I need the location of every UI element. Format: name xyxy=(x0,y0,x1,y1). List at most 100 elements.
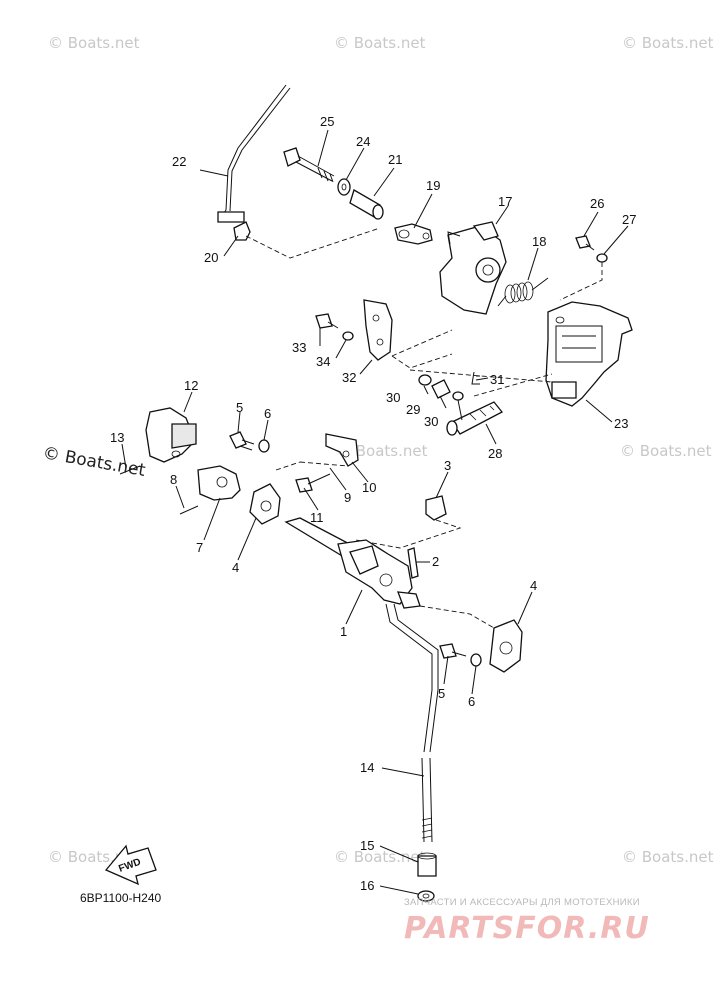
brand-name: PARTSFOR.RU xyxy=(404,911,650,946)
part-30-washer xyxy=(418,374,432,386)
part-12-arm xyxy=(145,407,197,463)
watermark-layer: © Boats.net © Boats.net © Boats.net © Bo… xyxy=(41,34,713,866)
watermark-text: © Boats.net xyxy=(620,442,712,460)
callout-10: 10 xyxy=(362,480,376,495)
part-23-bracket xyxy=(545,301,633,407)
callout-17: 17 xyxy=(498,194,512,209)
callout-5a: 5 xyxy=(236,400,243,415)
callout-29: 29 xyxy=(406,402,420,417)
watermark-text: © Boats.net xyxy=(622,34,714,52)
callout-30a: 30 xyxy=(386,390,400,405)
callout-14: 14 xyxy=(360,760,374,775)
callout-1: 1 xyxy=(340,624,347,639)
callout-30b: 30 xyxy=(424,414,438,429)
callout-6a: 6 xyxy=(264,406,271,421)
part-5-bolt-lower xyxy=(439,643,467,659)
leader-dashed xyxy=(355,519,462,549)
callout-21: 21 xyxy=(388,152,402,167)
callout-24: 24 xyxy=(356,134,370,149)
leader-dashed xyxy=(559,262,603,301)
callout-19: 19 xyxy=(426,178,440,193)
callout-3: 3 xyxy=(444,458,451,473)
part-32-plate xyxy=(363,299,393,361)
callout-9: 9 xyxy=(344,490,351,505)
callout-2: 2 xyxy=(432,554,439,569)
callout-12: 12 xyxy=(184,378,198,393)
part-17-throttle-cam xyxy=(439,221,507,315)
callout-18: 18 xyxy=(532,234,546,249)
callout-25: 25 xyxy=(320,114,334,129)
diagram-code: 6BP1100-H240 xyxy=(80,891,161,905)
part-16-washer xyxy=(417,890,435,902)
callout-31: 31 xyxy=(490,372,504,387)
callout-5b: 5 xyxy=(438,686,445,701)
brand-watermark: ЗАПЧАСТИ И АКСЕССУАРЫ ДЛЯ МОТОТЕХНИКИ PA… xyxy=(404,897,650,946)
part-4-lever xyxy=(249,483,281,525)
part-11-screw xyxy=(295,473,331,493)
part-4-lever-lower xyxy=(489,619,523,673)
part-8-pin xyxy=(179,505,199,515)
callout-26: 26 xyxy=(590,196,604,211)
callout-4a: 4 xyxy=(232,560,239,575)
part-27-washer xyxy=(596,253,608,263)
leader-dashed xyxy=(409,369,553,397)
callout-6b: 6 xyxy=(468,694,475,709)
part-1-shaft xyxy=(284,517,421,609)
watermark-text: © Boats.net xyxy=(336,442,428,460)
part-6-washer-lower xyxy=(470,653,482,667)
leader-dashed xyxy=(391,329,453,369)
leader-dashed xyxy=(275,461,349,471)
callout-16: 16 xyxy=(360,878,374,893)
part-30-washer-2 xyxy=(452,391,464,401)
part-22-link-rod xyxy=(217,84,291,223)
callout-8: 8 xyxy=(170,472,177,487)
brand-tagline: ЗАПЧАСТИ И АКСЕССУАРЫ ДЛЯ МОТОТЕХНИКИ xyxy=(404,897,640,908)
part-34-washer xyxy=(342,331,354,341)
part-7-cam xyxy=(197,465,241,501)
part-3-clip xyxy=(425,495,447,521)
part-9-link xyxy=(325,433,359,467)
part-6-washer xyxy=(258,439,270,453)
part-33-screw xyxy=(315,313,339,329)
callout-11: 11 xyxy=(310,510,324,525)
fwd-arrow-icon: FWD xyxy=(104,844,157,886)
part-24-washer xyxy=(337,178,351,196)
part-20-clip xyxy=(233,221,251,241)
callout-32: 32 xyxy=(342,370,356,385)
callout-33: 33 xyxy=(292,340,306,355)
part-5-bolt xyxy=(229,431,255,451)
washer-hole xyxy=(341,183,347,191)
callout-28: 28 xyxy=(488,446,502,461)
callout-13: 13 xyxy=(110,430,124,445)
part-29-collar xyxy=(431,379,451,399)
watermark-text-dark: © Boats.net xyxy=(41,443,147,481)
watermark-text: © Boats.net xyxy=(334,34,426,52)
callout-leaders xyxy=(121,129,629,895)
watermark-text: © Boats.net xyxy=(48,34,140,52)
callout-34: 34 xyxy=(316,354,330,369)
part-14-rod xyxy=(385,603,439,843)
leader-dashed xyxy=(245,227,381,259)
part-25-bolt xyxy=(283,147,335,183)
callout-27: 27 xyxy=(622,212,636,227)
callout-15: 15 xyxy=(360,838,374,853)
part-26-screw xyxy=(575,235,595,251)
part-13-pin xyxy=(119,465,141,475)
part-28-slider xyxy=(446,401,504,436)
part-31-pin xyxy=(471,371,480,385)
watermark-text: © Boats.net xyxy=(622,848,714,866)
part-19-lever xyxy=(394,223,433,245)
part-18-spring xyxy=(497,277,549,307)
callout-23: 23 xyxy=(614,416,628,431)
callout-4b: 4 xyxy=(530,578,537,593)
part-21-collar xyxy=(349,189,384,220)
part-15-nut xyxy=(417,852,437,877)
leader-dashed xyxy=(419,605,495,629)
callout-22: 22 xyxy=(172,154,186,169)
watermark-text: © Boats.net xyxy=(334,848,426,866)
callout-numbers: 22 20 25 24 21 19 17 18 26 27 23 33 34 3… xyxy=(110,114,636,893)
callout-20: 20 xyxy=(204,250,218,265)
part-2-pin xyxy=(407,547,419,579)
callout-7: 7 xyxy=(196,540,203,555)
